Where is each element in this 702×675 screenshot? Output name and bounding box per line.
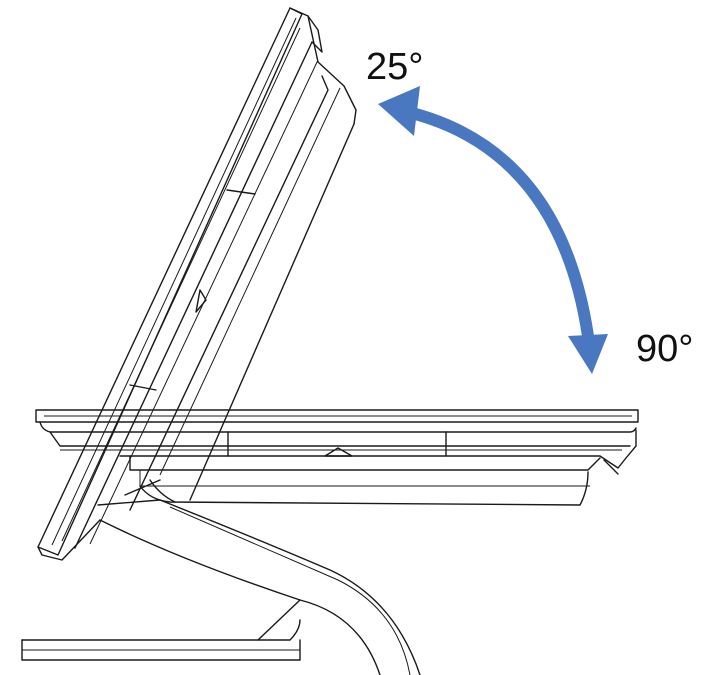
monitor-flat	[35, 409, 639, 506]
monitor-tilted	[37, 7, 357, 561]
tilt-arrow	[378, 86, 608, 374]
arrow-head-top	[378, 86, 420, 136]
arrow-head-bottom	[568, 334, 608, 374]
stand-base	[21, 599, 301, 661]
angle-label-25: 25°	[366, 46, 424, 88]
angle-label-90: 90°	[636, 328, 694, 370]
stand-arm	[97, 479, 421, 675]
